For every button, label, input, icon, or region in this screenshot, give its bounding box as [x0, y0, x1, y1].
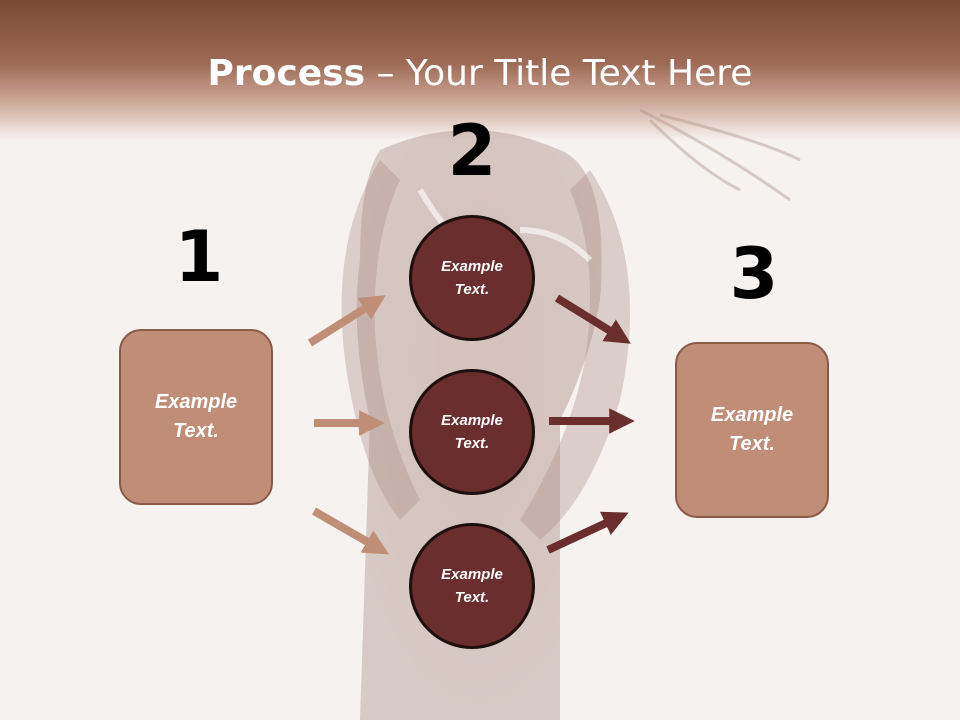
step-1-box: Example Text.	[119, 329, 273, 505]
slide-title: Process – Your Title Text Here	[0, 52, 960, 96]
step-2-circle-middle: Example Text.	[409, 369, 535, 495]
step-2-circle-bottom-text: Example Text.	[441, 566, 503, 606]
step-2-circle-bottom: Example Text.	[409, 523, 535, 649]
step-1-text: Example Text.	[154, 391, 238, 442]
step-2-circle-top-text: Example Text.	[441, 258, 503, 298]
step-2-circle-top: Example Text.	[409, 215, 535, 341]
arrow-1-to-bottom	[311, 507, 390, 555]
step-3-box: Example Text.	[675, 342, 829, 518]
step-2-circle-middle-text: Example Text.	[441, 412, 503, 452]
step-3-text: Example Text.	[710, 404, 794, 455]
title-bold: Process	[207, 53, 366, 94]
step-number-2: 2	[447, 110, 497, 192]
arrow-top-to-3	[554, 294, 631, 344]
title-bar	[0, 0, 960, 140]
step-number-3: 3	[729, 233, 779, 315]
step-number-1: 1	[174, 216, 224, 298]
arrow-bottom-to-3	[546, 511, 629, 554]
title-rest: – Your Title Text Here	[365, 53, 753, 94]
arrow-1-to-top	[307, 295, 386, 347]
